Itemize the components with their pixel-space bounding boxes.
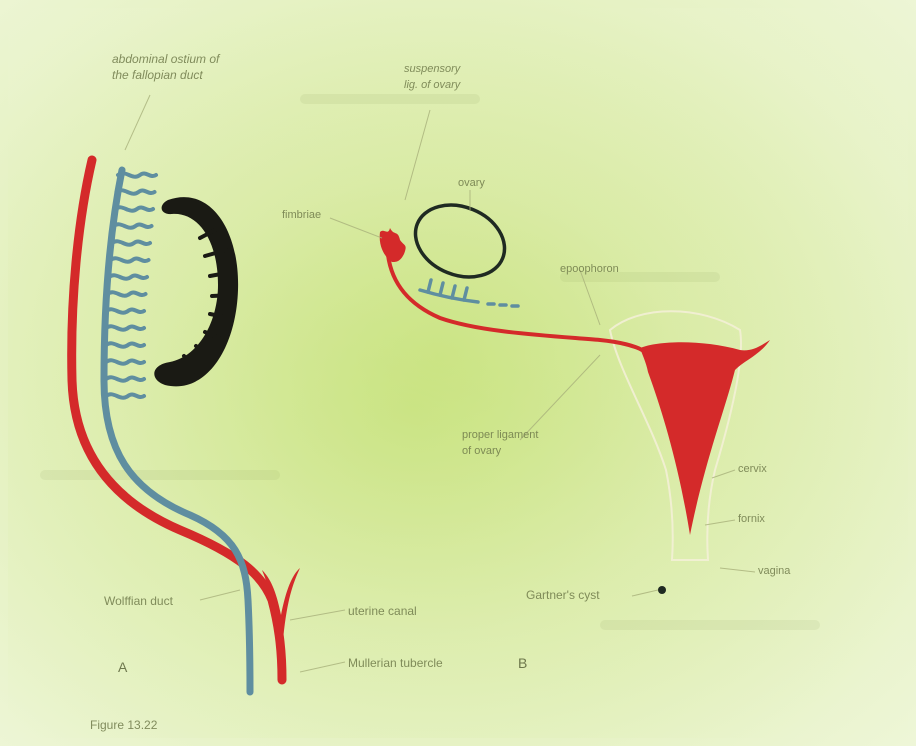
mesonephric-tubule	[106, 360, 144, 363]
ovary	[405, 192, 516, 290]
mesonephric-tubule	[106, 326, 144, 329]
label-uterine-canal: uterine canal	[348, 604, 417, 618]
label-vagina: vagina	[758, 564, 790, 578]
label-wolffian-duct: Wolffian duct	[104, 594, 173, 608]
label-mullerian-tubercle: Mullerian tubercle	[348, 656, 443, 670]
fimbriae	[380, 228, 406, 262]
mesonephric-tubule	[106, 377, 144, 380]
mesonephric-tubule	[109, 275, 147, 278]
epoophoron-tubule	[452, 286, 455, 298]
epoophoron	[420, 280, 518, 306]
mesonephric-tubule	[111, 258, 149, 261]
label-suspensory-1: suspensory	[404, 62, 460, 76]
epoophoron-tubule	[428, 280, 431, 292]
label-ovary: ovary	[458, 176, 485, 190]
mesonephric-tubule	[108, 292, 146, 295]
epoophoron-tubule	[464, 288, 467, 300]
uterus	[640, 340, 770, 535]
mesonephric-tubule	[115, 207, 153, 210]
mesonephric-tubule	[117, 190, 155, 193]
label-cervix: cervix	[738, 462, 767, 476]
panel-letter-b: B	[518, 656, 527, 670]
mesonephric-tubule	[106, 394, 144, 397]
label-abdominal-ostium-2: the fallopian duct	[112, 68, 203, 82]
figure-caption: Figure 13.22	[90, 718, 157, 732]
mesonephric-tubule	[114, 224, 152, 227]
epoophoron-tubule	[440, 283, 443, 295]
mesonephric-tubule	[106, 343, 144, 346]
label-suspensory-2: lig. of ovary	[404, 78, 460, 92]
label-abdominal-ostium-1: abdominal ostium of	[112, 52, 219, 66]
mesonephros-ridge	[212, 295, 233, 296]
mesonephros	[154, 197, 238, 386]
mesonephric-tubule	[106, 309, 144, 312]
leader-lines-a	[125, 95, 345, 672]
panel-letter-a: A	[118, 660, 127, 674]
label-fimbriae: fimbriae	[282, 208, 321, 222]
label-epoophoron: epoophoron	[560, 262, 619, 276]
label-proper-ligament-2: of ovary	[462, 444, 501, 458]
mesonephric-tubule	[112, 241, 150, 244]
label-proper-ligament-1: proper ligament	[462, 428, 538, 442]
uterine-canal-fork	[262, 568, 300, 680]
label-gartners-cyst: Gartner's cyst	[526, 588, 600, 602]
label-fornix: fornix	[738, 512, 765, 526]
gartners-cyst	[658, 586, 666, 594]
